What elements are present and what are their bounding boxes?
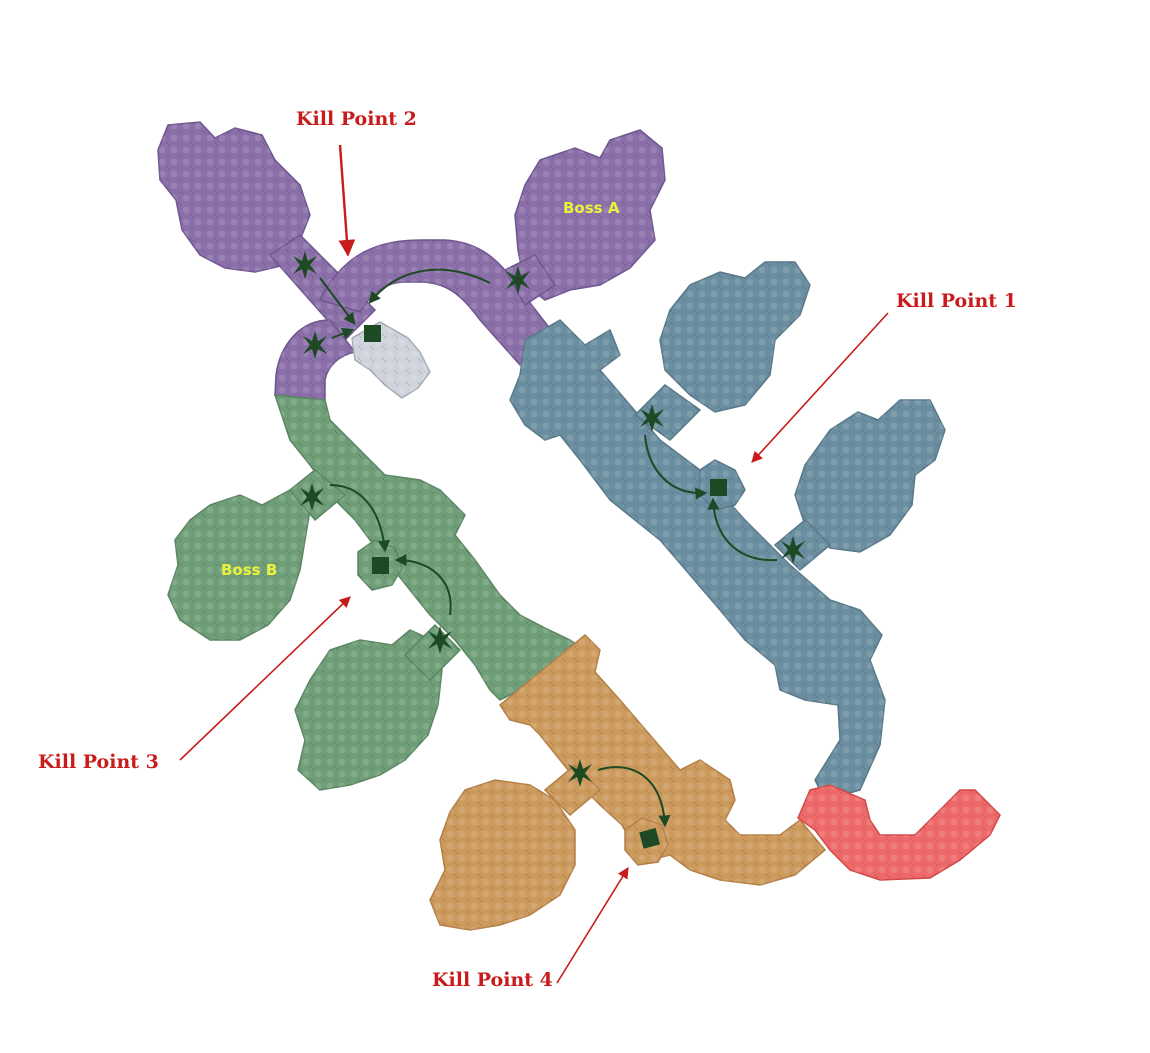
square-marker-icon [372, 557, 389, 574]
zone-texture [500, 635, 825, 885]
callout-arrows [179, 144, 889, 984]
zone-texture [660, 262, 810, 412]
zone-texture [168, 490, 310, 640]
flow-arrow-kp1-a [644, 434, 708, 500]
zone-orange [429, 633, 827, 931]
callout-arrow-kp2 [338, 144, 356, 257]
kill-point-markers [364, 325, 727, 849]
zone-green [167, 394, 587, 791]
flow-arrow-kp2-c [331, 327, 355, 340]
zone-texture [275, 320, 355, 400]
flow-arrow-kp3-b [394, 554, 452, 616]
zone-texture [510, 320, 885, 800]
zone-texture [158, 122, 310, 272]
zone-teal [509, 261, 946, 801]
zone-texture [505, 255, 555, 305]
square-marker-icon [639, 827, 661, 849]
zone-texture [798, 785, 1000, 880]
zone-texture [775, 520, 830, 570]
boss-b-label: Boss B [221, 561, 277, 579]
square-marker-icon [710, 479, 727, 496]
zone-texture [295, 630, 442, 790]
flow-arrow-kp2-b [368, 268, 491, 304]
zone-texture [430, 780, 575, 930]
flow-arrow-kp1-b [707, 497, 778, 562]
kill-point-2-label: Kill Point 2 [296, 108, 417, 130]
zone-texture [795, 400, 945, 552]
zone-texture [320, 240, 555, 365]
zone-red [797, 784, 1001, 881]
callout-arrow-kp4 [556, 867, 629, 984]
flow-arrows [319, 268, 778, 828]
flow-arrow-kp2-a [319, 277, 356, 325]
kill-point-3-label: Kill Point 3 [38, 751, 159, 773]
callout-arrow-kp3 [179, 596, 351, 761]
flow-arrow-kp4 [597, 766, 671, 828]
zone-texture [515, 130, 665, 300]
boss-a-label: Boss A [563, 199, 620, 217]
zone-texture [275, 395, 585, 700]
zone-texture [405, 625, 460, 680]
kill-point-4-label: Kill Point 4 [432, 969, 553, 991]
callout-arrow-kp1 [751, 312, 889, 463]
kill-point-1-label: Kill Point 1 [896, 290, 1017, 312]
square-marker-icon [364, 325, 381, 342]
flow-arrow-kp3-a [329, 484, 390, 553]
